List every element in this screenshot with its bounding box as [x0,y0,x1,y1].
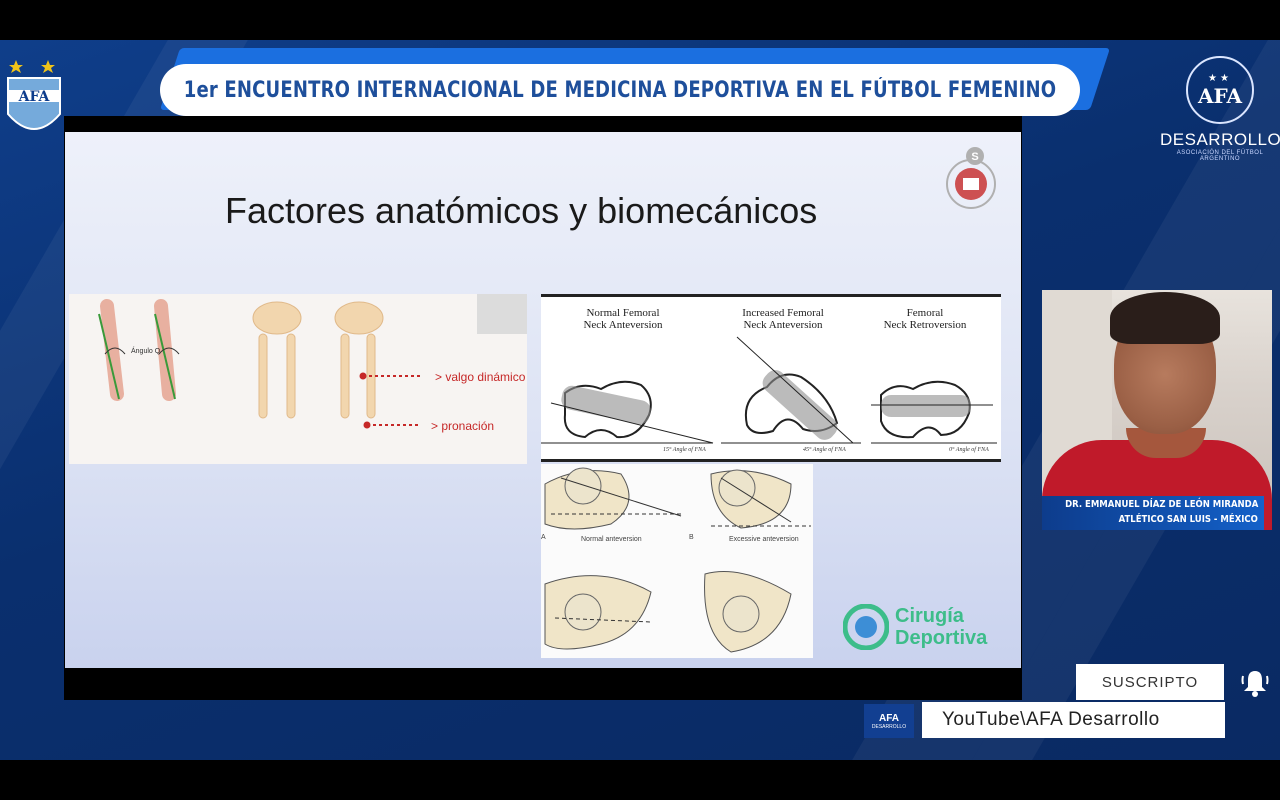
svg-text:AFA: AFA [18,89,51,105]
figure-a-label: A [541,534,546,541]
speaker-webcam [1042,290,1272,530]
letterbox-bottom [0,760,1280,800]
event-title: 1er ENCUENTRO INTERNACIONAL DE MEDICINA … [183,77,1057,103]
speaker-name: DR. EMMANUEL DÍAZ DE LEÓN MIRANDA [1064,499,1258,510]
brand-monogram: AFA [1197,83,1243,108]
subscribe-button[interactable]: SUSCRIPTO [1076,664,1224,700]
mini-logo-sub: DESARROLLO [871,723,907,730]
logo-line-2: Deportiva [895,627,988,649]
pronacion-label: > pronación [431,419,495,433]
stars-icon: ★★ [1208,72,1232,84]
femur-angle-increased: 45° Angle of FNA [803,447,846,453]
club-badge-icon: S [946,147,996,209]
speaker-affiliation: ATLÉTICO SAN LUIS - MÉXICO [1118,514,1258,525]
angle-q-label: Ángulo Q [131,348,161,355]
brand-name: DESARROLLO [1160,130,1280,149]
afa-desarrollo-mini-logo: AFA DESARROLLO [864,704,914,738]
femur-caption-normal: Normal Femoral Neck Anteversion [583,307,663,331]
broadcast-stage: AFA 1er ENCUENTRO INTERNACIONAL DE MEDIC… [0,40,1280,760]
afa-crest-icon: AFA [7,60,61,130]
femoral-anteversion-figure: Normal Femoral Neck Anteversion Increase… [541,294,1001,462]
brand-logo: ★★ AFA DESARROLLO ASOCIACIÓN DEL FÚTBOL … [1160,56,1280,162]
bell-icon[interactable] [1238,666,1272,700]
mini-logo-monogram: AFA [879,712,899,724]
svg-text:S: S [971,151,978,163]
femur-caption-retroversion: Femoral Neck Retroversion [883,307,967,331]
hip-illustration [544,467,811,653]
speaker-nameplate: DR. EMMANUEL DÍAZ DE LEÓN MIRANDA ATLÉTI… [1042,496,1264,530]
hip-anteversion-figure: Normal anteversion Excessive anteversion… [541,464,813,658]
valgo-label: > valgo dinámico [435,370,526,384]
logo-line-1: Cirugía [895,605,964,627]
letterbox-top [0,0,1280,40]
cirugia-deportiva-logo: Cirugía Deportiva [843,600,1013,654]
femur-angle-retroversion: 0° Angle of FNA [949,447,989,453]
slide-title: Factores anatómicos y biomecánicos [225,190,818,231]
cirugia-logo-icon [843,604,889,650]
brand-emblem: ★★ AFA [1186,56,1254,124]
legs-figure: > valgo dinámico > pronación Ángulo Q [69,294,527,464]
excessive-anteversion-label: Excessive anteversion [729,536,799,543]
brand-subtitle: ASOCIACIÓN DEL FÚTBOL ARGENTINO [1176,150,1264,162]
channel-link[interactable]: YouTube\AFA Desarrollo [922,702,1225,738]
femur-angle-normal: 15° Angle of FNA [663,447,706,453]
presentation-slide: Factores anatómicos y biomecánicos S [65,132,1021,668]
legs-illustration [98,294,527,429]
event-banner: 1er ENCUENTRO INTERNACIONAL DE MEDICINA … [160,64,1080,116]
figure-b-label: B [689,534,694,541]
normal-anteversion-label: Normal anteversion [581,536,642,543]
femur-drawings [541,336,997,444]
femur-caption-increased: Increased Femoral Neck Anteversion [742,307,824,331]
